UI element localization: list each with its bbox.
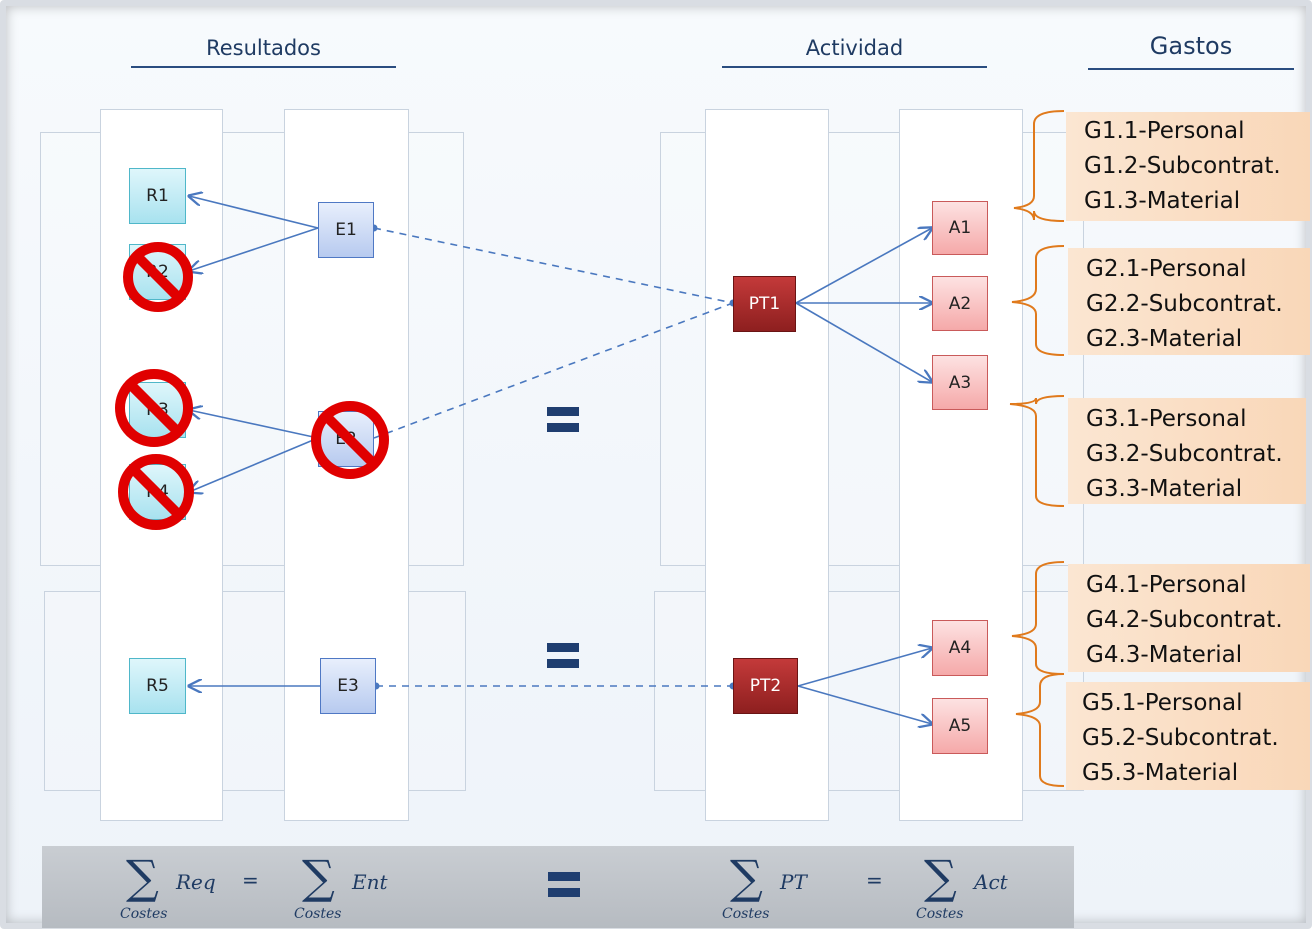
link-e2-r4	[189, 437, 319, 492]
prohibited-overlays	[115, 242, 389, 530]
prohibited-icon	[115, 369, 193, 447]
brace-g1	[1013, 110, 1065, 222]
sigma-symbol: ∑	[924, 850, 957, 904]
expenses-header: Gastos	[1149, 32, 1233, 60]
expense-item: G1.3-Material	[1084, 188, 1241, 214]
node-a3[interactable]: A3	[932, 355, 988, 410]
expense-item: G3.2-Subcontrat.	[1086, 441, 1283, 467]
sum-variable: PT	[780, 870, 807, 894]
results-header: Resultados	[206, 36, 321, 60]
sum-subscript: Costes	[916, 906, 964, 922]
expense-item: G5.2-Subcontrat.	[1082, 725, 1279, 751]
expense-item: G3.3-Material	[1086, 476, 1243, 502]
link-pt2-a5	[797, 685, 932, 724]
expense-item: G4.3-Material	[1086, 642, 1243, 668]
brace-g2	[1011, 245, 1065, 356]
sum-subscript: Costes	[294, 906, 342, 922]
equals-icon	[548, 872, 580, 904]
expense-item: G2.2-Subcontrat.	[1086, 291, 1283, 317]
expense-group-1: G1.1-Personal G1.2-Subcontrat. G1.3-Mate…	[1066, 112, 1310, 221]
expense-item: G2.3-Material	[1086, 326, 1243, 352]
node-r1[interactable]: R1	[129, 168, 186, 224]
expense-item: G1.1-Personal	[1084, 118, 1245, 144]
expense-group-2: G2.1-Personal G2.2-Subcontrat. G2.3-Mate…	[1068, 248, 1310, 355]
formula-equals: =	[242, 868, 259, 892]
prohibited-icon	[123, 242, 193, 312]
node-e1[interactable]: E1	[318, 202, 374, 258]
node-a4[interactable]: A4	[932, 620, 988, 676]
sigma-symbol: ∑	[302, 850, 335, 904]
results-header-underline	[131, 66, 396, 68]
node-e3[interactable]: E3	[320, 658, 376, 714]
prohibited-icon	[311, 401, 389, 479]
expenses-header-underline	[1088, 68, 1294, 70]
expense-item: G5.3-Material	[1082, 760, 1239, 786]
dashed-link-e1-pt1	[373, 227, 734, 304]
link-e1-r2	[189, 227, 319, 271]
node-pt2[interactable]: PT2	[733, 658, 798, 714]
sigma-symbol: ∑	[126, 850, 159, 904]
prohibited-icon	[118, 454, 194, 530]
link-pt1-a3	[795, 302, 932, 382]
sum-variable: Ent	[352, 870, 388, 894]
link-e2-r3	[189, 410, 319, 439]
sum-variable: Req	[176, 870, 216, 894]
link-pt2-a4	[797, 648, 932, 687]
expense-group-3: G3.1-Personal G3.2-Subcontrat. G3.3-Mate…	[1068, 398, 1306, 504]
link-pt1-a1	[795, 228, 932, 304]
brace-g3	[1009, 395, 1065, 507]
expense-item: G5.1-Personal	[1082, 690, 1243, 716]
equals-icon	[547, 643, 579, 675]
expense-group-4: G4.1-Personal G4.2-Subcontrat. G4.3-Mate…	[1068, 564, 1310, 672]
formula-equals: =	[866, 868, 883, 892]
node-pt1[interactable]: PT1	[733, 276, 796, 332]
expense-item: G4.2-Subcontrat.	[1086, 607, 1283, 633]
sum-subscript: Costes	[120, 906, 168, 922]
expense-item: G4.1-Personal	[1086, 572, 1247, 598]
connector-lines	[6, 110, 1065, 787]
node-a1[interactable]: A1	[932, 201, 988, 255]
sum-subscript: Costes	[722, 906, 770, 922]
activity-header-underline	[722, 66, 987, 68]
node-a2[interactable]: A2	[932, 276, 988, 331]
link-e1-r1	[189, 196, 319, 229]
expense-group-5: G5.1-Personal G5.2-Subcontrat. G5.3-Mate…	[1066, 682, 1310, 790]
expense-item: G3.1-Personal	[1086, 406, 1247, 432]
cost-formula-bar: ∑ Req Costes = ∑ Ent Costes ∑ PT Costes …	[42, 846, 1074, 928]
expense-item: G2.1-Personal	[1086, 256, 1247, 282]
node-r5[interactable]: R5	[129, 658, 186, 714]
equals-icon	[547, 407, 579, 439]
brace-g4	[1011, 561, 1065, 675]
sum-variable: Act	[974, 870, 1008, 894]
activity-header: Actividad	[805, 36, 904, 60]
sigma-symbol: ∑	[730, 850, 763, 904]
expense-item: G1.2-Subcontrat.	[1084, 153, 1281, 179]
node-a5[interactable]: A5	[932, 698, 988, 754]
brace-g5	[1015, 673, 1065, 787]
